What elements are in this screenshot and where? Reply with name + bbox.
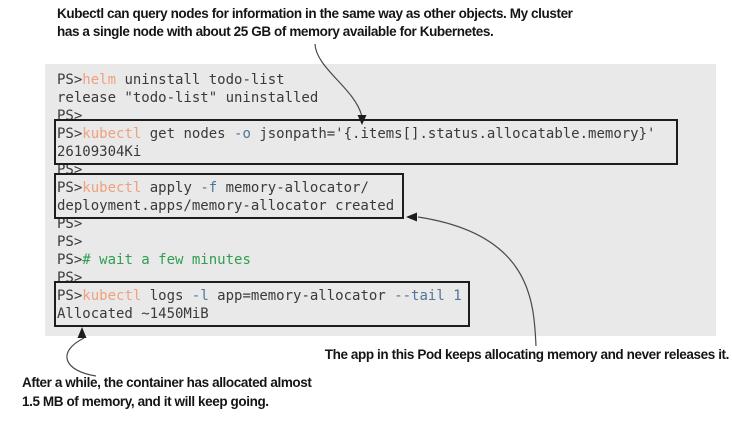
- annotation-allocated: After a while, the container has allocat…: [22, 373, 312, 411]
- terminal-line: PS>: [57, 215, 712, 233]
- terminal-text-segment: memory-allocator/: [217, 180, 369, 196]
- terminal-line: PS>kubectl logs -l app=memory-allocator …: [57, 287, 712, 305]
- terminal-line: release "todo-list" uninstalled: [57, 89, 712, 107]
- terminal-line: PS>: [57, 269, 712, 287]
- terminal-text-segment: app=memory-allocator: [208, 288, 395, 304]
- terminal-line: PS>: [57, 107, 712, 125]
- annotation-top-line-2: has a single node with about 25 GB of me…: [57, 24, 494, 39]
- terminal-text-segment: get nodes: [141, 126, 235, 142]
- terminal-text-segment: apply: [141, 180, 201, 196]
- terminal-line: PS>kubectl apply -f memory-allocator/: [57, 179, 712, 197]
- annotation-top-line-1: Kubectl can query nodes for information …: [57, 6, 573, 21]
- annotation-allocated-line-1: After a while, the container has allocat…: [22, 375, 312, 390]
- terminal-line: PS>: [57, 161, 712, 179]
- terminal-text-segment: -f: [200, 180, 218, 196]
- terminal-text-segment: logs: [141, 288, 192, 304]
- annotation-top: Kubectl can query nodes for information …: [57, 5, 573, 41]
- terminal-text-segment: PS>: [57, 72, 83, 88]
- terminal-text-segment: uninstall todo-list: [116, 72, 285, 88]
- terminal-text-segment: PS>: [57, 108, 83, 124]
- terminal-text-segment: PS>: [57, 288, 83, 304]
- terminal-line: PS>kubectl get nodes -o jsonpath='{.item…: [57, 125, 712, 143]
- terminal-text-segment: Allocated ~1450MiB: [57, 306, 209, 322]
- terminal-line: 26109304Ki: [57, 143, 712, 161]
- terminal-text-segment: --tail: [394, 288, 445, 304]
- terminal-text-segment: kubectl: [82, 126, 142, 142]
- terminal-text-segment: PS>: [57, 252, 83, 268]
- terminal-text-segment: -o: [234, 126, 251, 142]
- terminal-line: PS># wait a few minutes: [57, 251, 712, 269]
- terminal-text-segment: deployment.apps/memory-allocator created: [57, 198, 395, 214]
- terminal-text-segment: PS>: [57, 216, 83, 232]
- terminal-text-segment: kubectl: [82, 288, 142, 304]
- terminal-text-segment: kubectl: [82, 180, 142, 196]
- terminal-line: Allocated ~1450MiB: [57, 305, 712, 323]
- terminal-text-segment: PS>: [57, 270, 83, 286]
- terminal-text-segment: release "todo-list" uninstalled: [57, 90, 319, 106]
- terminal-text-segment: jsonpath='{.items[].status.allocatable.m…: [250, 126, 656, 142]
- annotation-allocated-line-2: 1.5 MB of memory, and it will keep going…: [22, 394, 269, 409]
- arrow-bottom-note-to-logs-box: [66, 337, 97, 377]
- terminal-line: deployment.apps/memory-allocator created: [57, 197, 712, 215]
- terminal-text-segment: PS>: [57, 126, 83, 142]
- annotation-pod-memory: The app in this Pod keeps allocating mem…: [324, 347, 730, 362]
- terminal-text-segment: helm: [82, 72, 117, 88]
- terminal-text-segment: -l: [191, 288, 209, 304]
- terminal-line: PS>helm uninstall todo-list: [57, 71, 712, 89]
- terminal-text-segment: 26109304Ki: [57, 144, 142, 160]
- terminal-line: PS>: [57, 233, 712, 251]
- terminal-text-segment: PS>: [57, 234, 83, 250]
- terminal-text-segment: 1: [444, 288, 462, 304]
- terminal-text-segment: PS>: [57, 180, 83, 196]
- terminal-text-segment: # wait a few minutes: [82, 252, 251, 268]
- terminal-text-segment: PS>: [57, 162, 83, 178]
